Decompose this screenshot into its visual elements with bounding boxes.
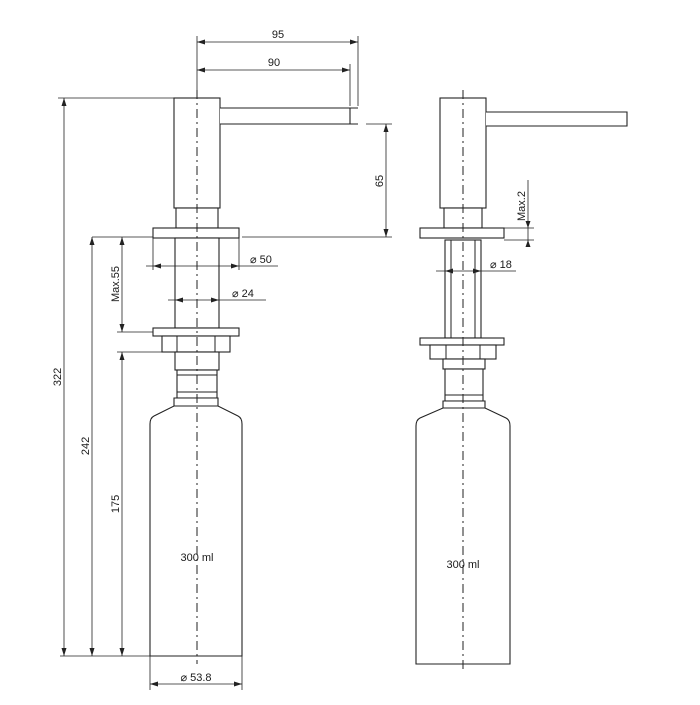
dim-shank-diameter: ⌀ 24 (232, 288, 254, 300)
dim-bottle-height: 175 (110, 495, 122, 513)
bottle-cap-side (442, 400, 486, 409)
right-view: 300 ml Max.2 ⌀ 18 (415, 90, 628, 672)
bottle-cap (173, 397, 219, 407)
coupling-side (442, 358, 486, 370)
left-view: 300 ml 95 90 65 ⌀ 50 ⌀ 24 (52, 29, 392, 690)
dim-below-counter: 242 (80, 437, 92, 455)
spout (220, 107, 351, 125)
spout-side (486, 111, 628, 127)
dim-max-gap: Max.2 (516, 191, 528, 221)
bottle (149, 405, 243, 657)
top-flange (152, 227, 240, 239)
mounting-nut (161, 335, 231, 353)
bottle-label: 300 ml (180, 552, 213, 564)
dim-spout-total: 95 (272, 29, 284, 41)
dim-bottle-diameter: ⌀ 53.8 (180, 672, 211, 684)
bottom-washer-side (419, 337, 505, 346)
dim-spout-reach: 90 (268, 57, 280, 69)
dim-max-counter: Max.55 (110, 266, 122, 302)
dim-head-height: 65 (374, 175, 386, 187)
dim-tube-diameter: ⌀ 18 (490, 259, 512, 271)
pump-body-side (444, 368, 484, 402)
dim-flange-diameter: ⌀ 50 (250, 254, 272, 266)
bottom-washer (152, 327, 240, 337)
top-flange-side (419, 227, 505, 239)
dim-total-height: 322 (52, 368, 64, 386)
